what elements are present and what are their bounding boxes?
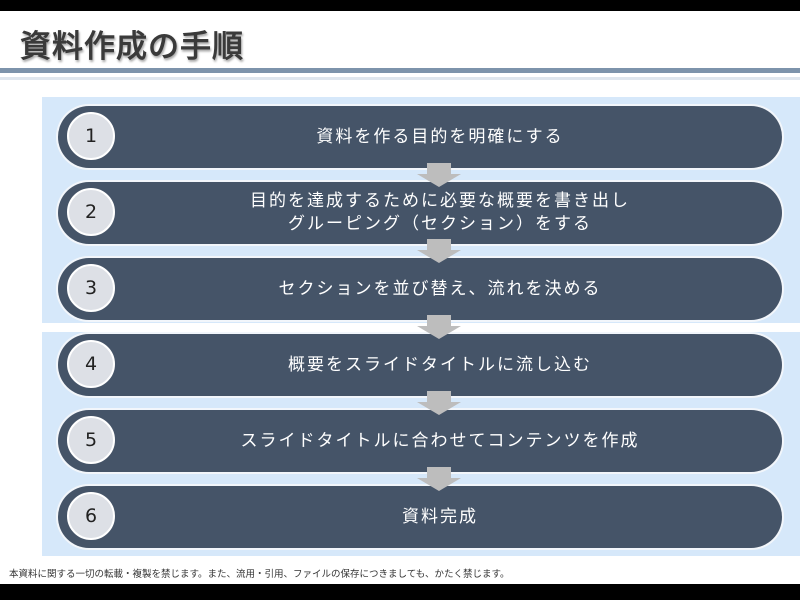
- step-label: 資料を作る目的を明確にする: [316, 126, 564, 147]
- step-1: 1 資料を作る目的を明確にする: [58, 106, 782, 168]
- step-6: 6 資料完成: [58, 486, 782, 548]
- title-divider-light: [0, 77, 800, 80]
- step-label: スライドタイトルに合わせてコンテンツを作成: [240, 430, 640, 451]
- title-divider: [0, 68, 800, 73]
- step-3: 3 セクションを並び替え、流れを決める: [58, 258, 782, 320]
- copyright-notice: 本資料に関する一切の転載・複製を禁じます。また、流用・引用、ファイルの保存につき…: [9, 569, 510, 580]
- step-label: 資料完成: [402, 506, 478, 527]
- step-number-badge: 4: [67, 340, 115, 388]
- step-label: セクションを並び替え、流れを決める: [278, 278, 602, 299]
- step-label: 概要をスライドタイトルに流し込む: [288, 354, 592, 375]
- step-number-badge: 2: [67, 188, 115, 236]
- step-2: 2 目的を達成するために必要な概要を書き出し グルーピング（セクション）をする: [58, 182, 782, 244]
- step-number-badge: 1: [67, 112, 115, 160]
- down-arrow-icon: [417, 467, 461, 491]
- step-4: 4 概要をスライドタイトルに流し込む: [58, 334, 782, 396]
- page-title: 資料作成の手順: [20, 29, 244, 65]
- step-number-badge: 6: [67, 492, 115, 540]
- step-number-badge: 5: [67, 416, 115, 464]
- step-label: 目的を達成するために必要な概要を書き出し グルーピング（セクション）をする: [250, 191, 630, 234]
- step-5: 5 スライドタイトルに合わせてコンテンツを作成: [58, 410, 782, 472]
- slide: 資料作成の手順 1 資料を作る目的を明確にする 2 目的を達成するために必要な概…: [0, 11, 800, 584]
- down-arrow-icon: [417, 163, 461, 187]
- step-number-badge: 3: [67, 264, 115, 312]
- down-arrow-icon: [417, 391, 461, 415]
- down-arrow-icon: [417, 315, 461, 339]
- down-arrow-icon: [417, 239, 461, 263]
